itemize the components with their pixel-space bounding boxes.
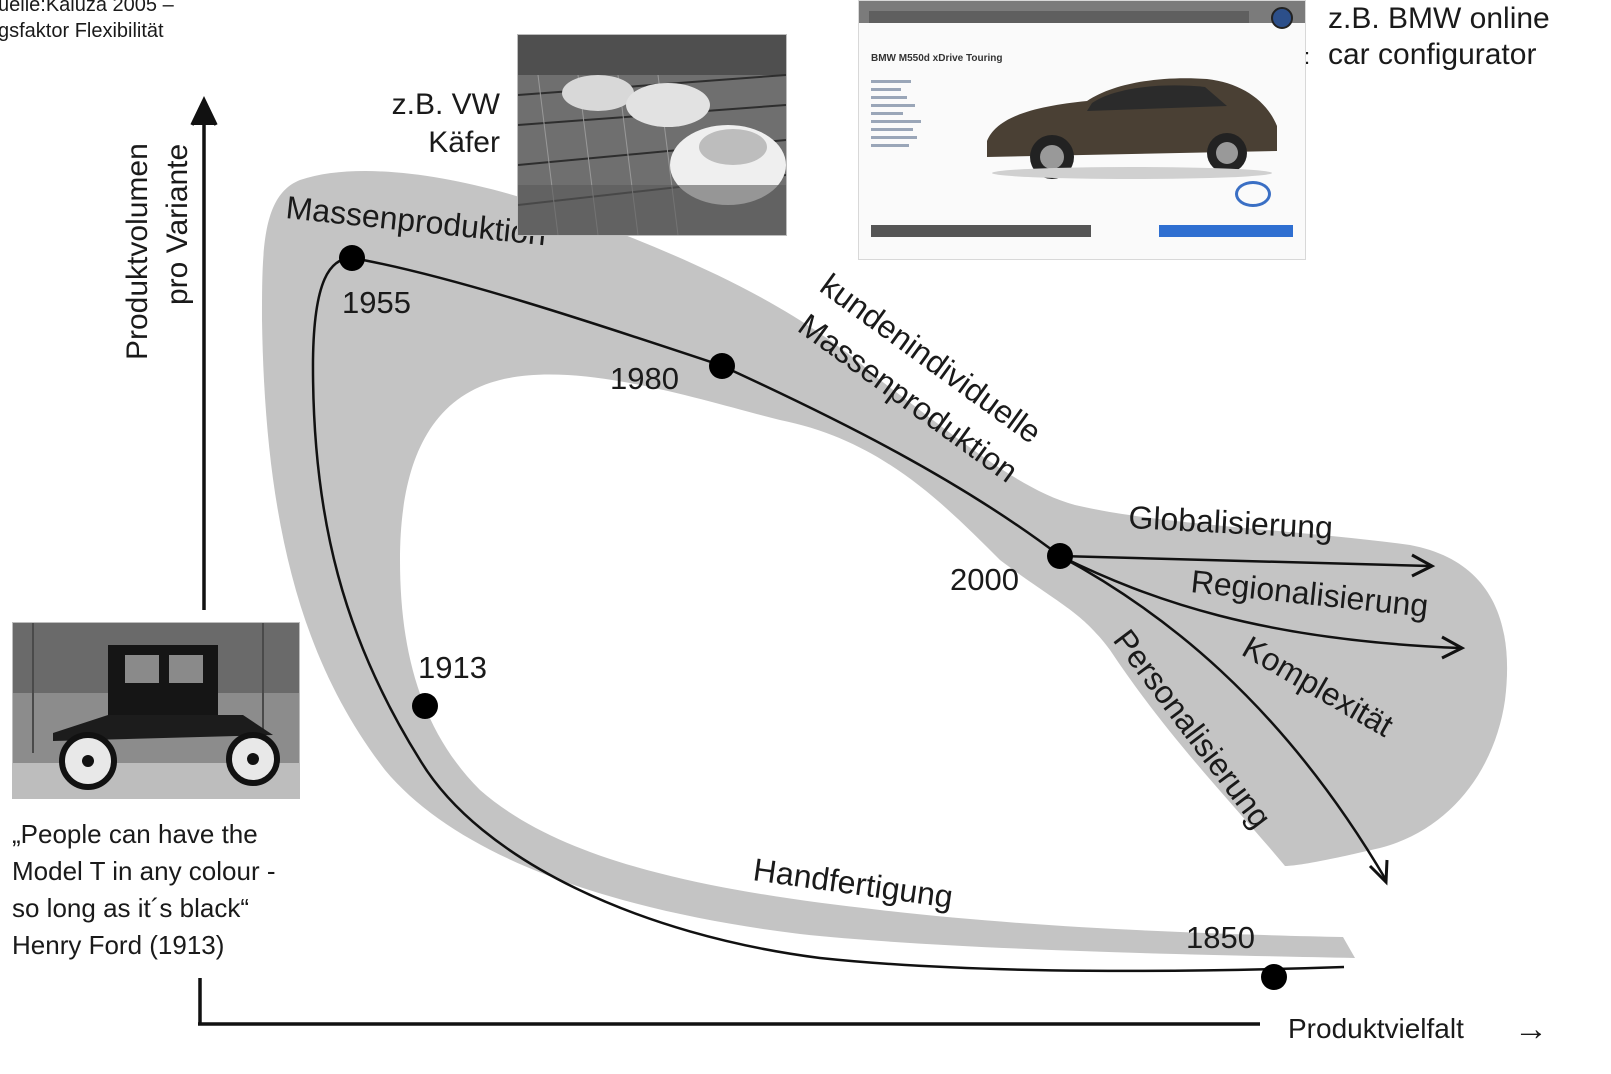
x-axis-arrow-icon: → xyxy=(1514,1010,1548,1048)
year-label-2000: 2000 xyxy=(950,562,1019,597)
year-label-1913: 1913 xyxy=(418,650,487,685)
bullet-dot: : xyxy=(1304,44,1310,69)
point-1913 xyxy=(412,693,438,719)
regionalisierung-arrow xyxy=(1059,554,1466,660)
personalisierung-arrow xyxy=(1059,554,1389,886)
globalisierung-arrow xyxy=(1059,553,1436,578)
x-axis-label: Produktvielfalt xyxy=(1288,1013,1464,1044)
bmw-caption-line2: car configurator xyxy=(1328,38,1536,71)
bmw-car-image xyxy=(987,78,1277,179)
henry-ford-quote: „People can have the Model T in any colo… xyxy=(12,819,276,960)
source-note: uelle:Kaluza 2005 – gsfaktor Flexibilitä… xyxy=(0,0,174,44)
bmw-screen-title: BMW M550d xDrive Touring xyxy=(871,53,1003,64)
y-axis-label-line1: Produktvolumen xyxy=(121,143,154,360)
point-1955 xyxy=(339,245,365,271)
vw-caption-line2: Käfer xyxy=(428,126,500,159)
bmw-configurator-screenshot: BMW M550d xDrive Touring xyxy=(858,0,1306,260)
y-axis xyxy=(190,95,218,1024)
model-t-photo xyxy=(12,622,300,799)
bmw-screen-sidebar xyxy=(871,75,931,152)
source-note-line2: gsfaktor Flexibilität xyxy=(0,20,164,42)
source-note-line1: uelle:Kaluza 2005 – xyxy=(0,0,174,16)
vw-caption-line1: z.B. VW xyxy=(392,88,501,121)
bmw-caption-line1: z.B. BMW online xyxy=(1328,2,1550,35)
point-2000 xyxy=(1047,543,1073,569)
vw-kaefer-photo xyxy=(517,34,787,236)
point-1850 xyxy=(1261,964,1287,990)
evolution-band xyxy=(262,171,1508,958)
year-label-1980: 1980 xyxy=(610,361,679,396)
bmw-rotate-icon xyxy=(1235,181,1271,207)
y-axis-label-line2: pro Variante xyxy=(161,144,194,305)
bmw-logo-icon xyxy=(1271,7,1293,29)
point-1980 xyxy=(709,353,735,379)
year-label-1955: 1955 xyxy=(342,285,411,320)
year-label-1850: 1850 xyxy=(1186,920,1255,955)
